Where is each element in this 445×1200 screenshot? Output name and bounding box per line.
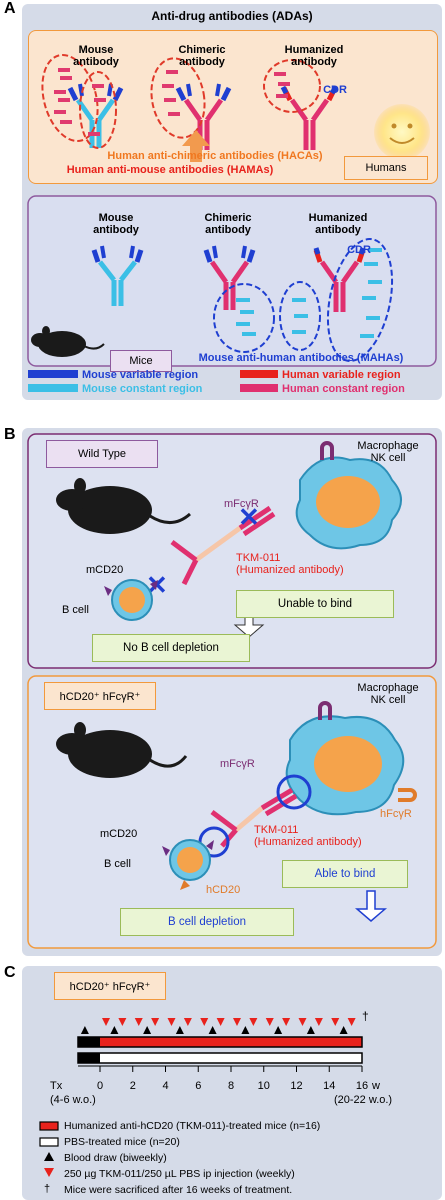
legend-treated: Humanized anti-hCD20 (TKM-011)-treated m… (64, 1120, 321, 1132)
human-mouse-antibody-label: Mouse antibody (73, 44, 119, 68)
wt-mcd20-label: mCD20 (86, 564, 124, 576)
tg-mcd20-label: mCD20 (100, 828, 138, 840)
humans-tag: Humans (344, 156, 428, 180)
maha-label: Mouse anti-human antibodies (MAHAs) (198, 352, 404, 364)
tick-label: 14 (323, 1080, 336, 1092)
wt-macrophage-label: Macrophage NK cell (357, 440, 419, 464)
smiley-icon (374, 104, 430, 160)
human-box-humanized-antibody (280, 85, 339, 150)
mice-tag: Mice (110, 350, 172, 372)
mice-humanized-antibody-label: Humanized antibody (308, 212, 368, 236)
tick-label: 10 (257, 1080, 270, 1092)
injection-marker (134, 1018, 143, 1026)
injection-marker (233, 1018, 241, 1026)
svg-text:✕: ✕ (238, 502, 260, 532)
tick-label: 16 (355, 1080, 369, 1092)
blood-draw-marker (143, 1026, 152, 1034)
no-depletion-box: No B cell depletion (92, 634, 250, 662)
depletion-box: B cell depletion (120, 908, 294, 936)
legend-sacrificed: Mice were sacrificed after 16 weeks of t… (64, 1184, 293, 1196)
wt-bcell-label: B cell (62, 604, 89, 616)
tg-tkm-label: TKM-011 (Humanized antibody) (254, 824, 362, 848)
treated-bar (77, 1036, 363, 1048)
tick-label: 6 (195, 1080, 202, 1092)
injection-marker (282, 1018, 291, 1026)
pbs-bar (77, 1052, 363, 1064)
wt-mfcgr-label: mFcγR (224, 498, 259, 510)
panel-c-letter: C (4, 964, 16, 981)
injection-markers (102, 1018, 356, 1026)
human-humanized-antibody-label: Humanized antibody (284, 44, 344, 68)
tg-mouse-icon (56, 722, 188, 778)
injection-marker (331, 1018, 340, 1026)
end-age-note: (20-22 w.o.) (334, 1094, 393, 1106)
tg-tag: hCD20⁺ hFcγR⁺ (44, 682, 156, 710)
tx-label: Tx (50, 1080, 63, 1092)
injection-marker (314, 1018, 323, 1026)
wildtype-tag: Wild Type (46, 440, 158, 468)
injection-marker (167, 1018, 176, 1026)
panel-a-letter: A (4, 0, 16, 17)
injection-marker (347, 1018, 356, 1026)
legend-injection: 250 µg TKM-011/250 µL PBS ip injection (… (64, 1168, 295, 1180)
blood-draw-marker (241, 1026, 250, 1034)
tg-hfcgr-label: hFcγR (380, 808, 412, 820)
blood-draw-markers (80, 1026, 348, 1034)
injection-marker (151, 1018, 160, 1026)
able-to-bind-box: Able to bind (282, 860, 408, 888)
legend-human-variable: Human variable region (282, 369, 401, 381)
injection-marker (216, 1018, 225, 1026)
blood-draw-marker (274, 1026, 283, 1034)
mice-cdr-label: CDR (347, 244, 371, 256)
tg-hcd20-label: hCD20 (206, 884, 241, 896)
legend-mouse-variable: Mouse variable region (82, 369, 199, 381)
tick-label: 12 (290, 1080, 303, 1092)
legend-pbs: PBS-treated mice (n=20) (64, 1136, 180, 1148)
injection-marker (298, 1018, 307, 1026)
week-unit: w (372, 1080, 380, 1092)
injection-marker (118, 1018, 127, 1026)
tick-label: 0 (96, 1080, 104, 1092)
panel-b-letter: B (4, 426, 16, 443)
panel-a-title: Anti-drug antibodies (ADAs) (151, 9, 313, 23)
hama-label: Human anti-mouse antibodies (HAMAs) (66, 164, 274, 176)
legend-blood-draw: Blood draw (biweekly) (64, 1152, 167, 1164)
tg-macrophage-label: Macrophage NK cell (357, 682, 419, 706)
mice-mouse-antibody-label: Mouse antibody (93, 212, 139, 236)
blood-draw-marker (80, 1026, 89, 1034)
tg-mfcgr-label: mFcγR (220, 758, 255, 770)
unable-to-bind-box: Unable to bind (236, 590, 394, 618)
human-cdr-label: CDR (323, 84, 347, 96)
mouse-icon (31, 326, 105, 357)
tick-label: 8 (227, 1080, 235, 1092)
start-age-note: (4-6 w.o.) (50, 1094, 96, 1106)
legend-mouse-constant: Mouse constant region (82, 383, 203, 395)
tick-label: 4 (162, 1080, 169, 1092)
wildtype-mouse-icon (56, 478, 191, 534)
mice-chimeric-antibody-label: Chimeric antibody (204, 212, 252, 236)
human-chimeric-antibody-label: Chimeric antibody (178, 44, 226, 68)
panel-c-tag: hCD20⁺ hFcγR⁺ (54, 972, 166, 1000)
timeline-ticks (99, 1066, 363, 1072)
blood-draw-marker (306, 1026, 315, 1034)
injection-marker (249, 1018, 258, 1026)
mouse-box-humanized-antibody (313, 247, 366, 312)
injection-marker (102, 1018, 110, 1026)
injection-marker (183, 1018, 192, 1026)
blood-draw-marker (339, 1026, 348, 1034)
sacrifice-dagger: † (362, 1009, 369, 1023)
injection-marker (265, 1018, 274, 1026)
legend-dagger-icon: † (44, 1183, 51, 1195)
haca-label: Human anti-chimeric antibodies (HACAs) (107, 150, 323, 162)
tick-label: 2 (129, 1080, 136, 1092)
blood-draw-marker (175, 1026, 184, 1034)
legend-human-constant: Human constant region (282, 383, 405, 395)
wt-tkm-label: TKM-011 (Humanized antibody) (236, 552, 344, 576)
tg-bcell-label: B cell (104, 858, 131, 870)
blood-draw-marker (208, 1026, 217, 1034)
blood-draw-marker (110, 1026, 119, 1034)
injection-marker (200, 1018, 209, 1026)
mouse-box-mouse-antibody (91, 245, 144, 306)
